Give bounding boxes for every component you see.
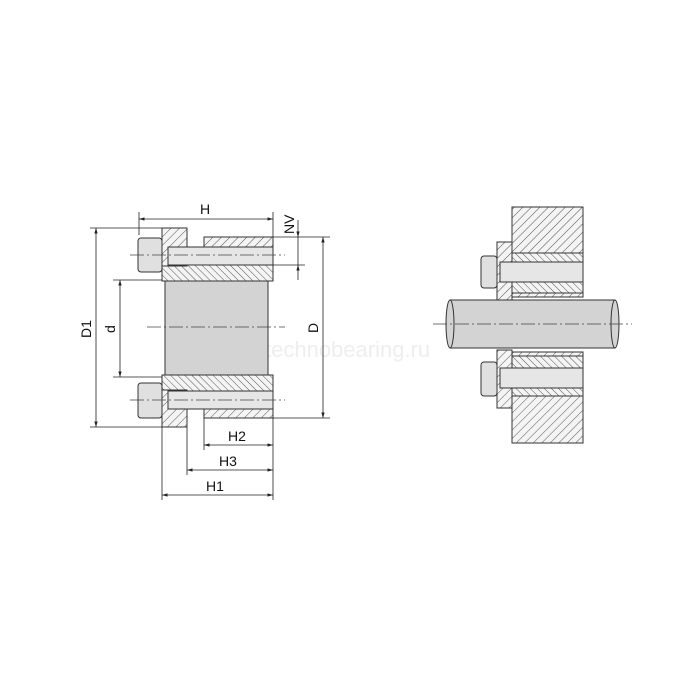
inner-sleeve-bottom [161,374,274,392]
bolt-head-bottom [137,382,163,419]
collar-top [203,236,274,248]
assembly-view [433,206,632,444]
bolt-shank-top [167,246,274,266]
bolt-shank-top [499,261,584,283]
inner-sleeve-top [161,264,274,282]
dimension-lines [94,217,325,497]
label-H2: H2 [228,428,246,444]
bolt-head-top [480,255,498,289]
label-H1: H1 [206,478,224,494]
label-NV: NV [281,214,297,234]
bolt-shank-bottom [499,367,584,389]
bore [164,279,269,378]
section-view: H NV D1 d D H2 H3 H1 [78,201,330,500]
watermark: technobearing.ru [265,337,430,362]
label-D: D [305,323,321,333]
bolt-head-bottom [480,361,498,397]
label-D1: D1 [78,320,94,338]
label-H3: H3 [219,453,237,469]
label-H: H [200,201,210,217]
label-d: d [102,325,118,333]
